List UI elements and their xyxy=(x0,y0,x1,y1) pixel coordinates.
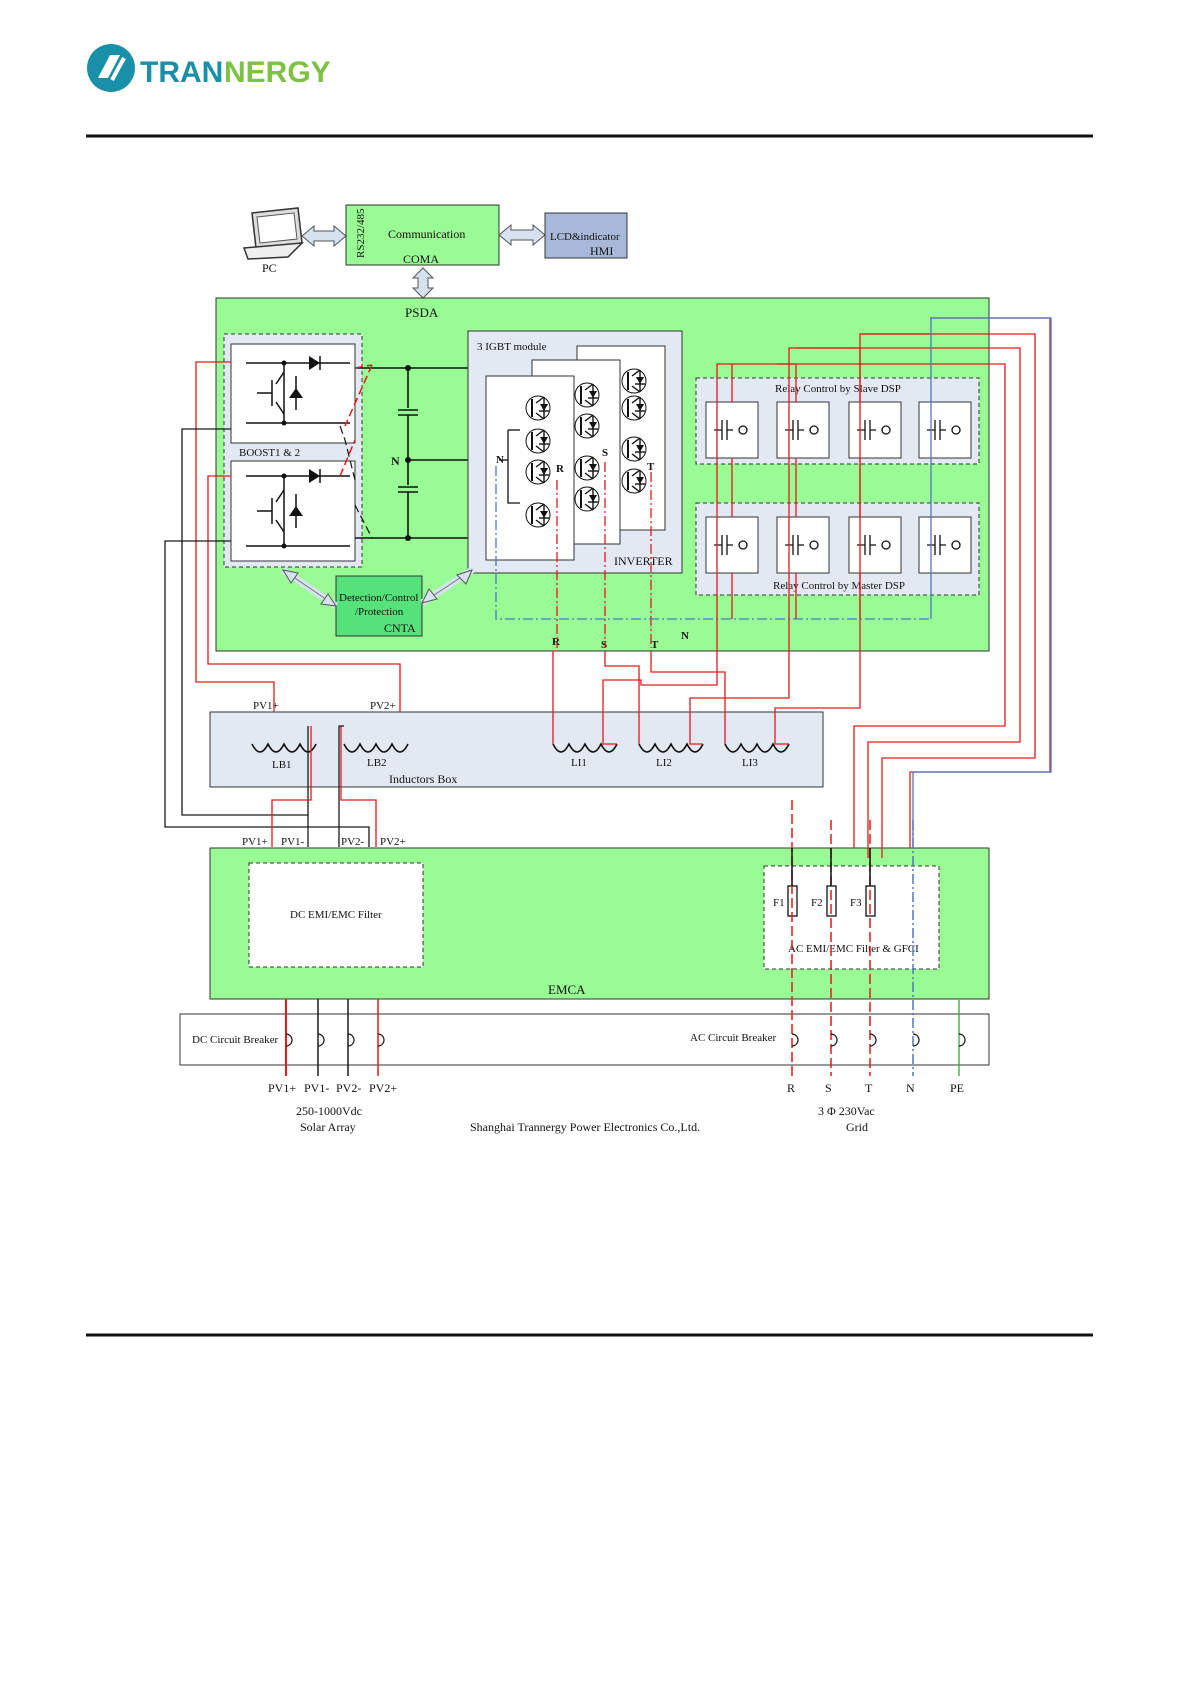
cnta-line-1: Detection/Control xyxy=(339,592,418,604)
coma-name: COMA xyxy=(403,252,439,266)
cnta-boost-arrow xyxy=(281,567,338,609)
terminal-pe: PE xyxy=(950,1081,964,1095)
cnta-name: CNTA xyxy=(384,621,416,635)
relay-slave-label: Relay Control by Slave DSP xyxy=(775,383,901,395)
breaker-panel: DC Circuit Breaker AC Circuit Breaker xyxy=(179,1013,990,1066)
ac-breaker-label: AC Circuit Breaker xyxy=(690,1032,776,1044)
pc-comm-arrow xyxy=(301,224,347,248)
comm-hmi-arrow xyxy=(498,223,546,247)
boost-panel: BOOST1 & 2 xyxy=(223,333,363,568)
terminal-s: S xyxy=(825,1081,832,1095)
hmi-title: LCD&indicator xyxy=(550,231,620,243)
emca-label: EMCA xyxy=(548,982,586,997)
inverter-label: INVERTER xyxy=(614,554,673,568)
dc-bus-n-label: N xyxy=(391,454,400,468)
wiring xyxy=(164,317,1052,1076)
cnta-line-2: /Protection xyxy=(355,606,404,618)
hmi-block: LCD&indicator HMI xyxy=(544,212,628,259)
breaker-contacts xyxy=(285,1033,966,1047)
psda-label: PSDA xyxy=(405,305,439,320)
terminal-pv2-minus: PV2- xyxy=(336,1081,361,1095)
dc-terminals: PV1+ PV1- PV2- PV2+ xyxy=(268,1081,397,1095)
ac-voltage-label: 3 Φ 230Vac xyxy=(818,1104,875,1118)
dc-voltage-label: 250-1000Vdc xyxy=(296,1104,362,1118)
logo-text-tran: TRAN xyxy=(140,56,223,89)
inductor-lb2: LB2 xyxy=(367,757,387,769)
terminal-t: T xyxy=(865,1081,873,1095)
dc-filter-label: DC EMI/EMC Filter xyxy=(290,909,382,921)
emca-in-pv1-plus: PV1+ xyxy=(242,836,268,848)
coma-title: Communication xyxy=(388,227,465,241)
inductor-lb1: LB1 xyxy=(272,759,292,771)
boost-label: BOOST1 & 2 xyxy=(239,447,300,459)
hmi-name: HMI xyxy=(590,244,613,258)
emca-in-pv2-minus: PV2- xyxy=(341,836,365,848)
ac-filter-label: AC EMI/EMC Filter & GFCI xyxy=(788,943,919,955)
dc-bus xyxy=(355,367,468,539)
fuse-f2: F2 xyxy=(811,897,823,909)
terminal-pv1-minus: PV1- xyxy=(304,1081,329,1095)
inductor-li1: LI1 xyxy=(571,757,587,769)
terminal-r: R xyxy=(787,1081,795,1095)
inverter-phase-s: S xyxy=(602,447,608,459)
fuse-f3: F3 xyxy=(850,897,862,909)
inverter-phase-t: T xyxy=(647,461,655,473)
inductor-pv2-plus: PV2+ xyxy=(370,700,396,712)
company-name-label: Shanghai Trannergy Power Electronics Co.… xyxy=(470,1120,700,1134)
inverter-panel: 3 IGBT module N R S T INVERTER xyxy=(467,330,683,574)
coma-block: RS232/485 Communication COMA xyxy=(345,204,500,266)
emca-in-pv2-plus: PV2+ xyxy=(380,836,406,848)
trannergy-logo-icon xyxy=(87,44,135,92)
inverter-phase-r: R xyxy=(556,463,565,475)
inductor-li2: LI2 xyxy=(656,757,672,769)
inductors-box: PV1+ PV2+ LB1 LB2 LI1 LI2 LI3 Inductors … xyxy=(209,700,824,788)
terminal-pv2-plus: PV2+ xyxy=(369,1081,397,1095)
inductor-pv1-plus: PV1+ xyxy=(253,700,279,712)
inductor-li3: LI3 xyxy=(742,757,758,769)
igbt-module-label: 3 IGBT module xyxy=(477,341,547,353)
terminal-pv1-plus: PV1+ xyxy=(268,1081,296,1095)
laptop-icon xyxy=(242,207,304,260)
logo-text-nergy: NERGY xyxy=(224,56,331,89)
relay-master-panel: Relay Control by Master DSP xyxy=(695,502,980,596)
relay-slave-panel: Relay Control by Slave DSP xyxy=(695,377,980,465)
terminal-n: N xyxy=(906,1081,915,1095)
coma-side-label: RS232/485 xyxy=(355,208,367,258)
relay-master-label: Relay Control by Master DSP xyxy=(773,580,905,592)
company-logo: TRAN NERGY xyxy=(87,44,331,92)
cnta-block: Detection/Control /Protection CNTA xyxy=(335,575,423,637)
emca-in-pv1-minus: PV1- xyxy=(281,836,305,848)
emca-block: PV1+ PV1- PV2- PV2+ DC EMI/EMC Filter AC… xyxy=(209,836,990,1000)
dc-source-label: Solar Array xyxy=(300,1120,356,1134)
psda-out-t: T xyxy=(651,639,659,651)
dc-breaker-label: DC Circuit Breaker xyxy=(192,1034,278,1046)
ac-terminals: R S T N PE xyxy=(787,1081,964,1095)
inverter-phase-n: N xyxy=(496,454,504,466)
inductors-box-label: Inductors Box xyxy=(389,772,457,786)
psda-out-s: S xyxy=(601,639,607,651)
fuse-f1: F1 xyxy=(773,897,785,909)
coma-psda-arrow xyxy=(411,267,435,299)
psda-out-n: N xyxy=(681,630,689,642)
cnta-inverter-arrow xyxy=(420,567,474,606)
ac-source-label: Grid xyxy=(846,1120,868,1134)
pc-label: PC xyxy=(262,261,277,275)
